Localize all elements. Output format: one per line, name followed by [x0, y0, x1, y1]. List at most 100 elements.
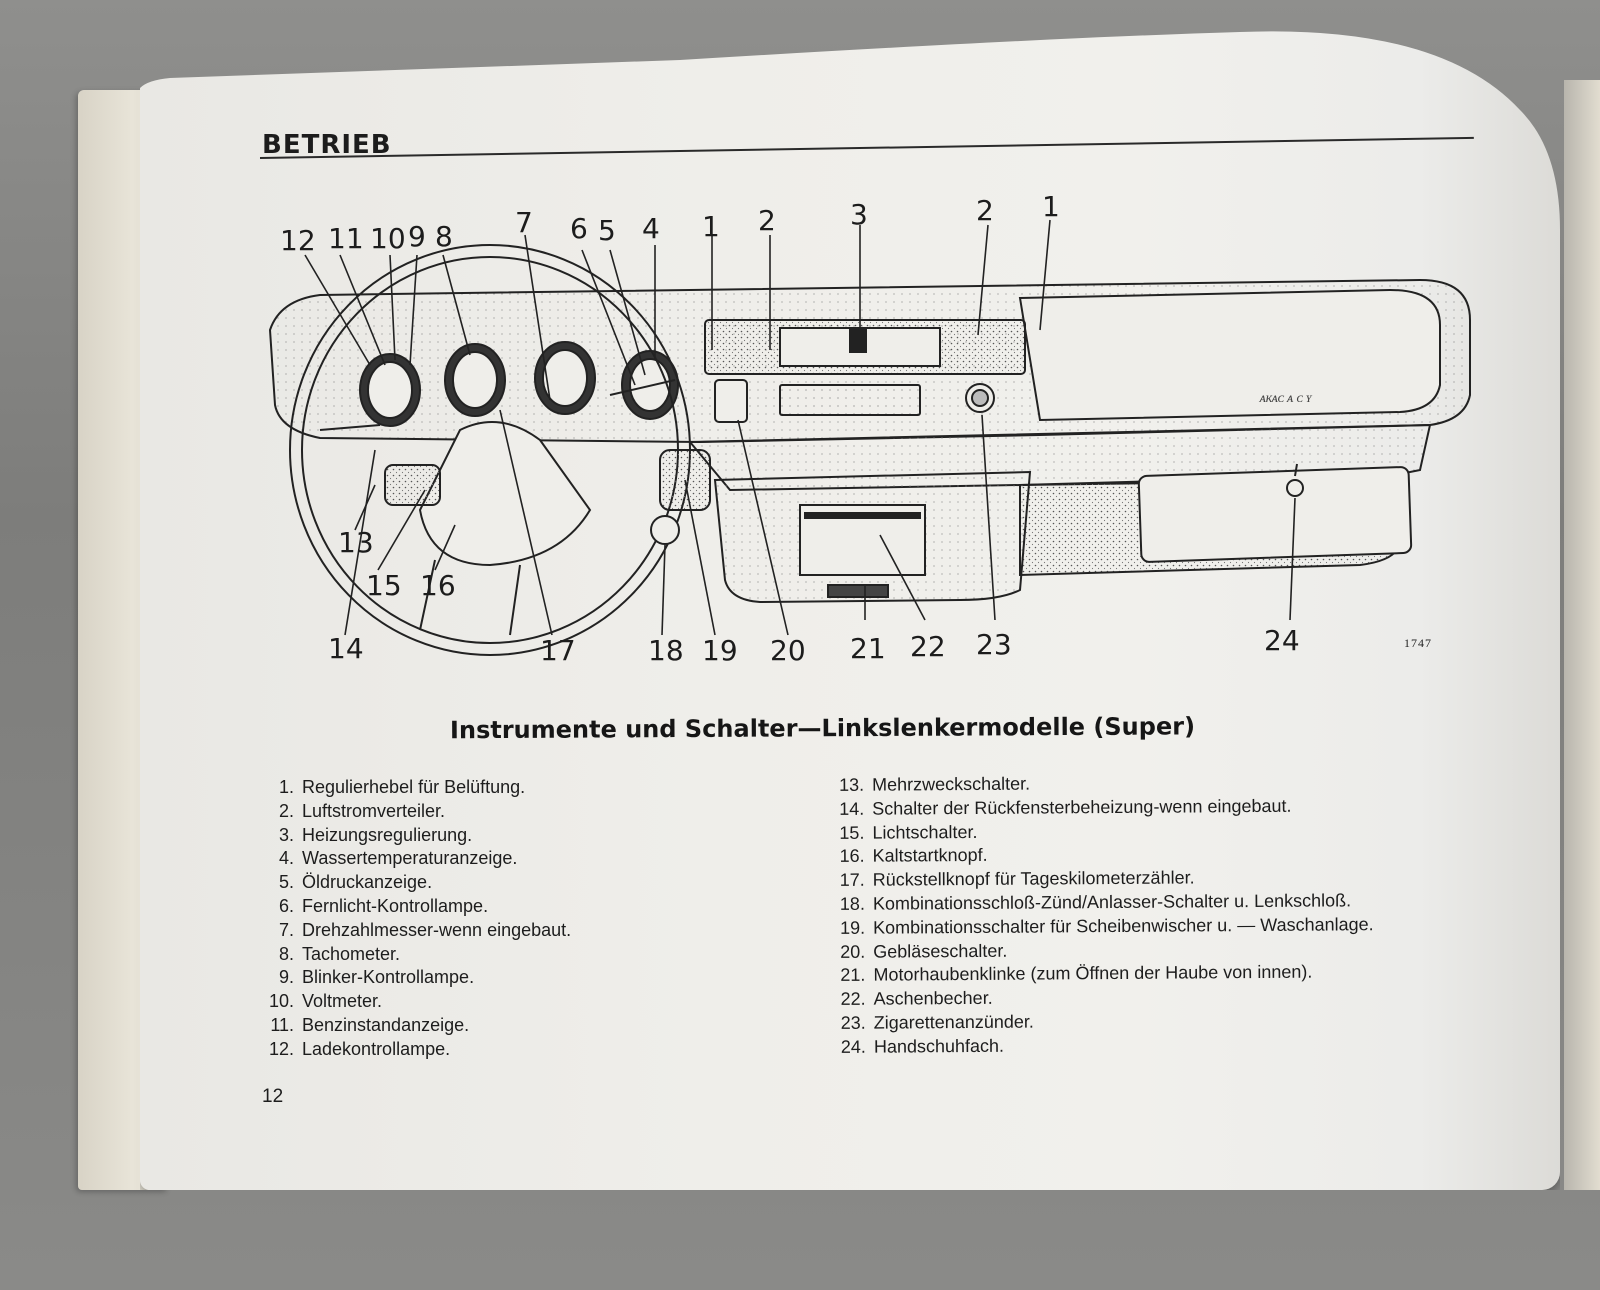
legend-number: 11.: [270, 1014, 294, 1035]
legend-text: Voltmeter.: [302, 991, 383, 1012]
legend-text: Aschenbecher.: [873, 988, 993, 1009]
callout-label: 16: [420, 569, 456, 602]
legend-text: Öldruckanzeige.: [302, 872, 433, 893]
callout-label: 11: [328, 222, 364, 255]
callout-label: 21: [850, 632, 886, 665]
callout-label: 1: [702, 210, 720, 243]
legend-number: 5.: [278, 872, 294, 893]
legend-text: Motorhaubenklinke (zum Öffnen der Haube …: [873, 961, 1313, 986]
legend-list-right: 13. Mehrzweckschalter. 14. Schalter der Rü…: [826, 770, 1375, 1059]
legend-text: Ladekontrollampe.: [302, 1038, 451, 1059]
legend-text: Heizungsregulierung.: [302, 824, 473, 845]
legend-item: 19. Kombinationsschalter für Scheibenwisc…: [827, 913, 1374, 941]
legend-number: 9.: [278, 967, 294, 988]
legend-item: 24. Handschuhfach.: [828, 1032, 1375, 1060]
callout-label: 9: [408, 220, 426, 253]
callout-label: 1: [1042, 190, 1060, 223]
callout-label: 14: [328, 632, 364, 665]
legend-number: 7.: [278, 919, 294, 940]
legend-number: 10.: [268, 991, 294, 1012]
callout-label: 10: [370, 222, 406, 255]
legend-item: 21. Motorhaubenklinke (zum Öffnen der Hau…: [827, 961, 1374, 989]
legend-item: 9. Blinker-Kontrollampe.: [262, 966, 571, 990]
legend-number: 8.: [278, 943, 294, 964]
legend-text: Gebläseschalter.: [873, 940, 1008, 962]
callout-label: 17: [540, 634, 576, 667]
legend-text: Luftstromverteiler.: [302, 800, 446, 821]
adjacent-page-edge: [1564, 80, 1600, 1190]
legend-item: 6.Fernlicht-Kontrollampe.: [262, 895, 571, 919]
legend-text: Benzinstandanzeige.: [302, 1014, 470, 1035]
page-number: 12: [262, 1086, 284, 1107]
legend-item: 8. Tachometer.: [262, 943, 571, 967]
legend-number: 15.: [839, 822, 865, 843]
callout-label: 2: [976, 194, 994, 227]
legend-item: 1. Regulierhebel für Belüftung.: [262, 776, 571, 800]
legend-number: 3.: [278, 824, 294, 845]
legend-item: 7. Drehzahlmesser-wenn eingebaut.: [262, 919, 571, 943]
legend-text: Wassertemperaturanzeige.: [302, 848, 518, 869]
legend-item: 12. Ladekontrollampe.: [262, 1038, 571, 1062]
legend-number: 22.: [840, 988, 866, 1010]
callout-label: 8: [435, 220, 453, 253]
legend-number: 18.: [839, 893, 865, 914]
legend-number: 23.: [840, 1012, 866, 1033]
legend-text: Kaltstartknopf.: [872, 845, 988, 867]
legend-number: 12.: [268, 1038, 294, 1059]
legend-text: Mehrzweckschalter.: [872, 773, 1031, 795]
legend-text: Kombinationsschloß-Zünd/Anlasser-Schalte…: [872, 890, 1352, 914]
dashboard-brand-scribble: ᴀᴋᴀᴄ ᴀ ᴄ ʏ: [1258, 391, 1313, 406]
legend-text: Rückstellknopf für Tageskilometerzähler.: [872, 867, 1195, 890]
lower-dash: [687, 319, 1432, 604]
legend-item: 4. Wassertemperaturanzeige.: [262, 847, 571, 871]
legend-text: Kombinationsschalter für Scheibenwischer…: [873, 913, 1374, 938]
legend-number: 24.: [840, 1036, 866, 1057]
legend-number: 13.: [838, 774, 865, 795]
steering-wheel: [289, 244, 711, 656]
legend-number: 21.: [840, 965, 866, 986]
legend-text: Blinker-Kontrollampe.: [302, 967, 475, 988]
legend-number: 2.: [278, 800, 294, 821]
legend-item: 2. Luftstromverteiler.: [262, 800, 571, 824]
legend-number: 6.: [278, 895, 294, 916]
legend-list-left: 1. Regulierhebel für Belüftung. 2. Luftstr…: [262, 776, 571, 1062]
legend-number: 20.: [840, 941, 866, 962]
figure-code: 1747: [1404, 636, 1432, 650]
callout-label: 23: [976, 628, 1012, 661]
legend-number: 17.: [839, 869, 865, 891]
callout-label: 13: [338, 526, 374, 559]
callout-label: 18: [648, 634, 684, 667]
legend-text: Regulierhebel für Belüftung.: [302, 777, 526, 797]
callouts-top: 12 11 10 9 8 7 6 5 4 1 2 3 2 1: [280, 190, 1060, 257]
callout-label: 3: [850, 198, 868, 231]
legend-number: 4.: [278, 848, 294, 869]
callout-leaders: [304, 219, 1296, 636]
legend-item: 10. Voltmeter.: [262, 990, 571, 1014]
callout-label: 4: [642, 212, 660, 245]
callout-label: 2: [758, 204, 776, 237]
callouts-bottom: 13 15 16 14 17 18 19 20 21 22 23 24: [328, 526, 1300, 667]
legend-number: 19.: [839, 917, 866, 938]
legend-number: 1.: [278, 777, 294, 797]
legend-text: Tachometer.: [302, 943, 401, 964]
dashboard-diagram: ᴀᴋᴀᴄ ᴀ ᴄ ʏ: [268, 190, 1471, 667]
callout-label: 19: [702, 634, 738, 667]
legend-text: Handschuhfach.: [873, 1035, 1005, 1057]
legend-item: 5. Öldruckanzeige.: [262, 871, 571, 895]
legend-number: 16.: [839, 846, 865, 867]
legend-text: Schalter der Rückfensterbeheizung-wenn e…: [872, 795, 1292, 819]
callout-label: 7: [515, 206, 533, 239]
manual-page: [140, 30, 1560, 1190]
callout-label: 12: [280, 224, 316, 257]
callout-label: 6: [570, 212, 588, 245]
callout-label: 24: [1264, 624, 1300, 657]
callout-label: 5: [598, 214, 616, 247]
callout-label: 22: [910, 630, 946, 663]
legend-text: Zigarettenanzünder.: [873, 1011, 1034, 1033]
callout-label: 20: [770, 634, 806, 667]
legend-item: 11. Benzinstandanzeige.: [262, 1014, 571, 1038]
legend-item: 14. Schalter der Rückfensterbeheizung-wen…: [826, 794, 1373, 822]
legend-text: Drehzahlmesser-wenn eingebaut.: [302, 919, 572, 940]
figure-caption: Instrumente und Schalter—Linkslenkermode…: [449, 712, 1196, 745]
legend-number: 14.: [839, 798, 865, 819]
